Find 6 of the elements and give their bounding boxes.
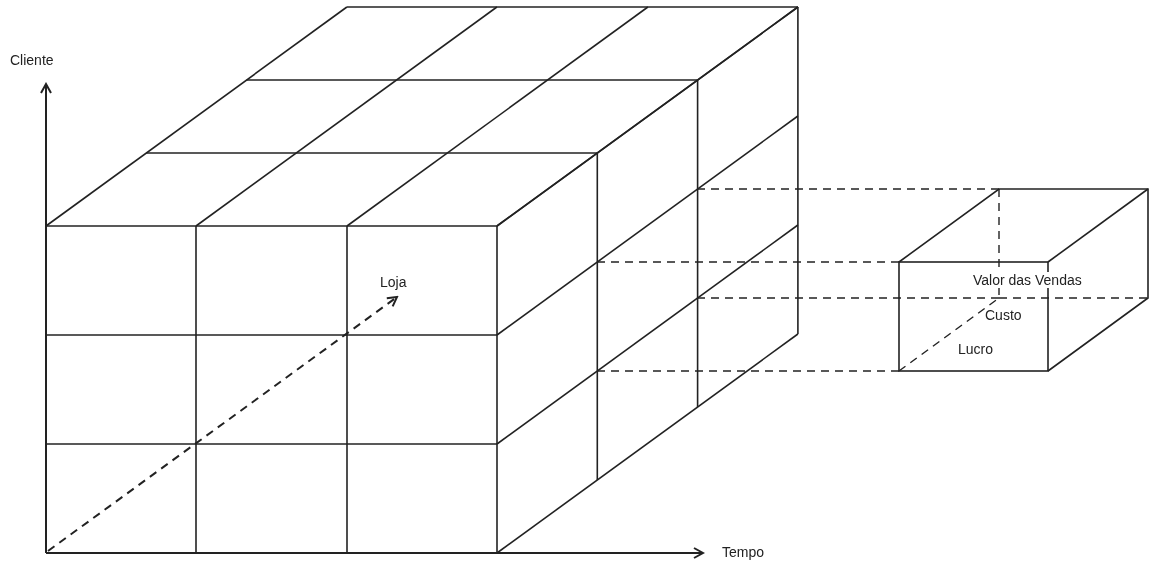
measure-label: Lucro — [958, 341, 994, 357]
axis-label: Loja — [380, 274, 407, 290]
axis-label: Cliente — [10, 52, 54, 68]
measure-label: Custo — [985, 307, 1022, 323]
measure-label: Valor das Vendas — [973, 272, 1082, 288]
axis-label: Tempo — [722, 544, 765, 560]
